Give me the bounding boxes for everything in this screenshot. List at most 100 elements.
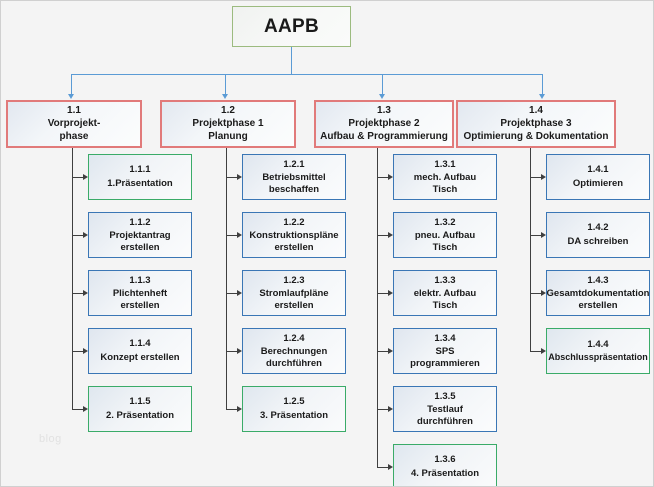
leaf-node-1-1-4[interactable]: 1.1.4 Konzept erstellen	[88, 328, 192, 374]
branch-arrow-3-6	[388, 463, 393, 470]
leaf-node-1-3-4-line2: programmieren	[410, 357, 480, 369]
leaf-node-1-2-2-number: 1.2.2	[283, 216, 305, 228]
root-connector-bus	[71, 74, 542, 75]
root-node-aapb[interactable]: AAPB	[232, 6, 351, 47]
leaf-node-1-2-4[interactable]: 1.2.4 Berechnungen durchführen	[242, 328, 346, 374]
branch-stub-1-1	[72, 177, 83, 178]
branch-arrow-3-5	[388, 405, 393, 412]
leaf-node-1-1-2[interactable]: 1.1.2 Projektantrag erstellen	[88, 212, 192, 258]
leaf-node-1-2-1[interactable]: 1.2.1 Betriebsmittel beschaffen	[242, 154, 346, 200]
leaf-node-1-2-4-line1: Berechnungen	[260, 346, 328, 358]
branch-arrow-4-4	[541, 347, 546, 354]
leaf-node-1-3-2[interactable]: 1.3.2 pneu. Aufbau Tisch	[393, 212, 497, 258]
branch-stub-4-2	[530, 235, 541, 236]
branch-stub-3-4	[377, 351, 388, 352]
leaf-node-1-2-2-line1: Konstruktionspläne	[249, 230, 339, 242]
leaf-node-1-1-3-number: 1.1.3	[129, 274, 151, 286]
leaf-node-1-2-3-line1: Stromlaufpläne	[259, 288, 329, 300]
leaf-node-1-3-4[interactable]: 1.3.4 SPS programmieren	[393, 328, 497, 374]
branch-spine-2	[226, 148, 227, 410]
leaf-node-1-3-4-number: 1.3.4	[434, 332, 456, 344]
branch-arrow-4-2	[541, 231, 546, 238]
leaf-node-1-4-4-line1: Abschlusspräsentation	[548, 352, 648, 363]
phase-node-1-3-line2: Aufbau & Programmierung	[320, 130, 448, 142]
branch-stub-3-3	[377, 293, 388, 294]
branch-stub-3-6	[377, 467, 388, 468]
leaf-node-1-4-4[interactable]: 1.4.4 Abschlusspräsentation	[546, 328, 650, 374]
leaf-node-1-3-3[interactable]: 1.3.3 elektr. Aufbau Tisch	[393, 270, 497, 316]
leaf-node-1-3-3-line1: elektr. Aufbau	[413, 288, 477, 300]
root-connector-stem	[291, 47, 292, 74]
phase-node-1-4[interactable]: 1.4 Projektphase 3 Optimierung & Dokumen…	[456, 100, 616, 148]
branch-arrow-1-2	[83, 231, 88, 238]
phase-node-1-2-number: 1.2	[221, 105, 235, 117]
branch-spine-4	[530, 148, 531, 352]
leaf-node-1-2-5-line1: 3. Präsentation	[259, 410, 329, 421]
leaf-node-1-4-2-number: 1.4.2	[587, 222, 609, 234]
leaf-node-1-3-3-number: 1.3.3	[434, 274, 456, 286]
root-node-label: AAPB	[263, 15, 320, 37]
branch-arrow-1-1	[83, 173, 88, 180]
leaf-node-1-1-1-number: 1.1.1	[129, 164, 151, 176]
leaf-node-1-3-5[interactable]: 1.3.5 Testlauf durchführen	[393, 386, 497, 432]
leaf-node-1-4-3-line2: erstellen	[578, 299, 618, 311]
leaf-node-1-1-2-number: 1.1.2	[129, 216, 151, 228]
leaf-node-1-3-6-line1: 4. Präsentation	[410, 468, 480, 479]
leaf-node-1-2-3[interactable]: 1.2.3 Stromlaufpläne erstellen	[242, 270, 346, 316]
leaf-node-1-1-3-line2: erstellen	[120, 299, 160, 311]
phase-node-1-1[interactable]: 1.1 Vorprojekt- phase	[6, 100, 142, 148]
phase-node-1-1-line1: Vorprojekt-	[47, 118, 101, 130]
leaf-node-1-2-2[interactable]: 1.2.2 Konstruktionspläne erstellen	[242, 212, 346, 258]
leaf-node-1-1-3-line1: Plichtenheft	[112, 288, 168, 300]
branch-arrow-3-4	[388, 347, 393, 354]
branch-arrow-2-4	[237, 347, 242, 354]
branch-stub-2-3	[226, 293, 237, 294]
leaf-node-1-1-4-line1: Konzept erstellen	[100, 352, 180, 363]
leaf-node-1-2-4-number: 1.2.4	[283, 332, 305, 344]
leaf-node-1-4-3-line1: Gesamtdokumentation	[546, 288, 650, 300]
leaf-node-1-1-4-number: 1.1.4	[129, 338, 151, 350]
branch-arrow-1-5	[83, 405, 88, 412]
branch-spine-3	[377, 148, 378, 467]
phase-node-1-3-number: 1.3	[377, 105, 391, 117]
phase-arrow-4	[539, 94, 545, 99]
leaf-node-1-4-1[interactable]: 1.4.1 Optimieren	[546, 154, 650, 200]
branch-stub-2-2	[226, 235, 237, 236]
leaf-node-1-4-3-number: 1.4.3	[587, 274, 609, 286]
leaf-node-1-3-3-line2: Tisch	[432, 299, 458, 311]
leaf-node-1-3-1-line1: mech. Aufbau	[413, 172, 477, 184]
branch-arrow-2-3	[237, 289, 242, 296]
branch-arrow-2-2	[237, 231, 242, 238]
branch-stub-3-2	[377, 235, 388, 236]
leaf-node-1-1-5[interactable]: 1.1.5 2. Präsentation	[88, 386, 192, 432]
branch-arrow-4-1	[541, 173, 546, 180]
leaf-node-1-3-6[interactable]: 1.3.6 4. Präsentation	[393, 444, 497, 486]
branch-stub-2-1	[226, 177, 237, 178]
leaf-node-1-4-3[interactable]: 1.4.3 Gesamtdokumentation erstellen	[546, 270, 650, 316]
phase-node-1-4-line2: Optimierung & Dokumentation	[463, 130, 609, 142]
leaf-node-1-3-1[interactable]: 1.3.1 mech. Aufbau Tisch	[393, 154, 497, 200]
leaf-node-1-2-2-line2: erstellen	[274, 241, 314, 253]
leaf-node-1-2-5-number: 1.2.5	[283, 396, 305, 408]
phase-node-1-4-line1: Projektphase 3	[500, 118, 572, 130]
leaf-node-1-3-5-line2: durchführen	[417, 415, 473, 427]
leaf-node-1-4-2-line1: DA schreiben	[567, 236, 629, 247]
branch-arrow-3-1	[388, 173, 393, 180]
phase-node-1-3[interactable]: 1.3 Projektphase 2 Aufbau & Programmieru…	[314, 100, 454, 148]
leaf-node-1-1-3[interactable]: 1.1.3 Plichtenheft erstellen	[88, 270, 192, 316]
phase-drop-3	[382, 74, 383, 96]
leaf-node-1-1-1[interactable]: 1.1.1 1.Präsentation	[88, 154, 192, 200]
leaf-node-1-4-2[interactable]: 1.4.2 DA schreiben	[546, 212, 650, 258]
branch-arrow-3-2	[388, 231, 393, 238]
branch-arrow-2-1	[237, 173, 242, 180]
leaf-node-1-2-1-line2: beschaffen	[268, 183, 320, 195]
leaf-node-1-1-1-line1: 1.Präsentation	[107, 178, 173, 189]
leaf-node-1-2-5[interactable]: 1.2.5 3. Präsentation	[242, 386, 346, 432]
phase-node-1-2[interactable]: 1.2 Projektphase 1 Planung	[160, 100, 296, 148]
branch-arrow-1-3	[83, 289, 88, 296]
branch-stub-3-5	[377, 409, 388, 410]
branch-spine-1	[72, 148, 73, 410]
leaf-node-1-4-4-number: 1.4.4	[587, 338, 609, 350]
branch-stub-4-4	[530, 351, 541, 352]
